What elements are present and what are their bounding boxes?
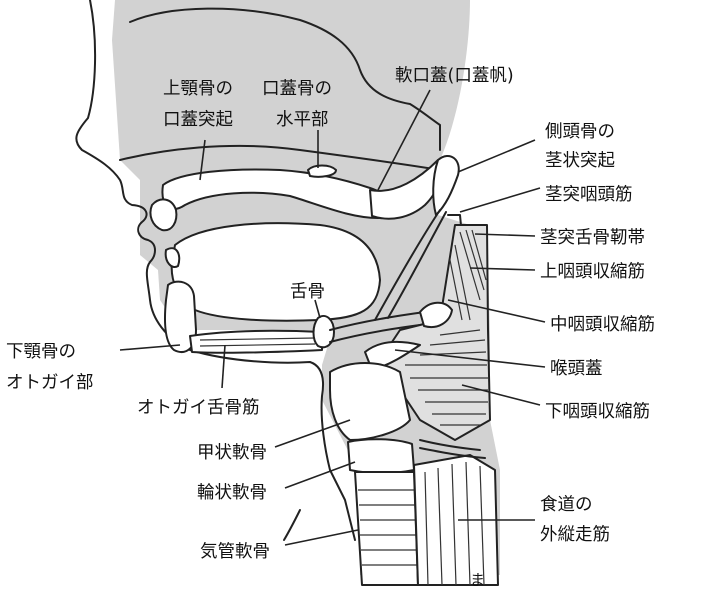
label-tracheal-cartilage: 気管軟骨 bbox=[200, 542, 270, 562]
trachea bbox=[355, 472, 418, 585]
styloid-process bbox=[433, 156, 459, 215]
label-stylopharyngeus: 茎突咽頭筋 bbox=[545, 185, 633, 205]
label-thyroid-cartilage: 甲状軟骨 bbox=[197, 443, 267, 463]
label-middle-constrictor: 中咽頭収縮筋 bbox=[550, 315, 655, 335]
label-inferior-constrictor: 下咽頭収縮筋 bbox=[545, 402, 650, 422]
label-soft-palate: 軟口蓋(口蓋帆) bbox=[395, 66, 514, 86]
label-styloid-line2: 茎状突起 bbox=[545, 151, 615, 171]
cricoid-cartilage bbox=[348, 439, 414, 473]
label-mandible-line1: 下顎骨の bbox=[6, 342, 76, 362]
label-styloid-line1: 側頭骨の bbox=[545, 122, 615, 142]
label-mandible-line2: オトガイ部 bbox=[6, 373, 94, 393]
artist-signature: ま bbox=[470, 571, 485, 589]
label-geniohyoid: オトガイ舌骨筋 bbox=[137, 398, 260, 418]
label-superior-constrictor: 上咽頭収縮筋 bbox=[540, 262, 645, 282]
label-palatine-line1: 口蓋骨の bbox=[262, 79, 332, 99]
label-maxilla-line2: 口蓋突起 bbox=[163, 110, 233, 130]
label-epiglottis: 喉頭蓋 bbox=[550, 359, 603, 379]
geniohyoid-muscle bbox=[190, 331, 322, 353]
label-esophagus-line2: 外縦走筋 bbox=[540, 525, 610, 545]
neck-front-outline bbox=[284, 510, 300, 540]
oral-cavity bbox=[172, 223, 380, 321]
label-esophagus-line1: 食道の bbox=[540, 495, 593, 515]
palatine-horizontal-plate bbox=[308, 166, 336, 177]
label-maxilla-line1: 上顎骨の bbox=[163, 79, 233, 99]
upper-alveolar bbox=[150, 199, 176, 230]
label-cricoid-cartilage: 輪状軟骨 bbox=[197, 483, 267, 503]
label-hyoid: 舌骨 bbox=[290, 282, 325, 302]
label-stylohyoid-ligament: 茎突舌骨靭帯 bbox=[540, 228, 645, 248]
label-palatine-line2: 水平部 bbox=[276, 110, 329, 130]
thyroid-cartilage bbox=[330, 363, 410, 440]
